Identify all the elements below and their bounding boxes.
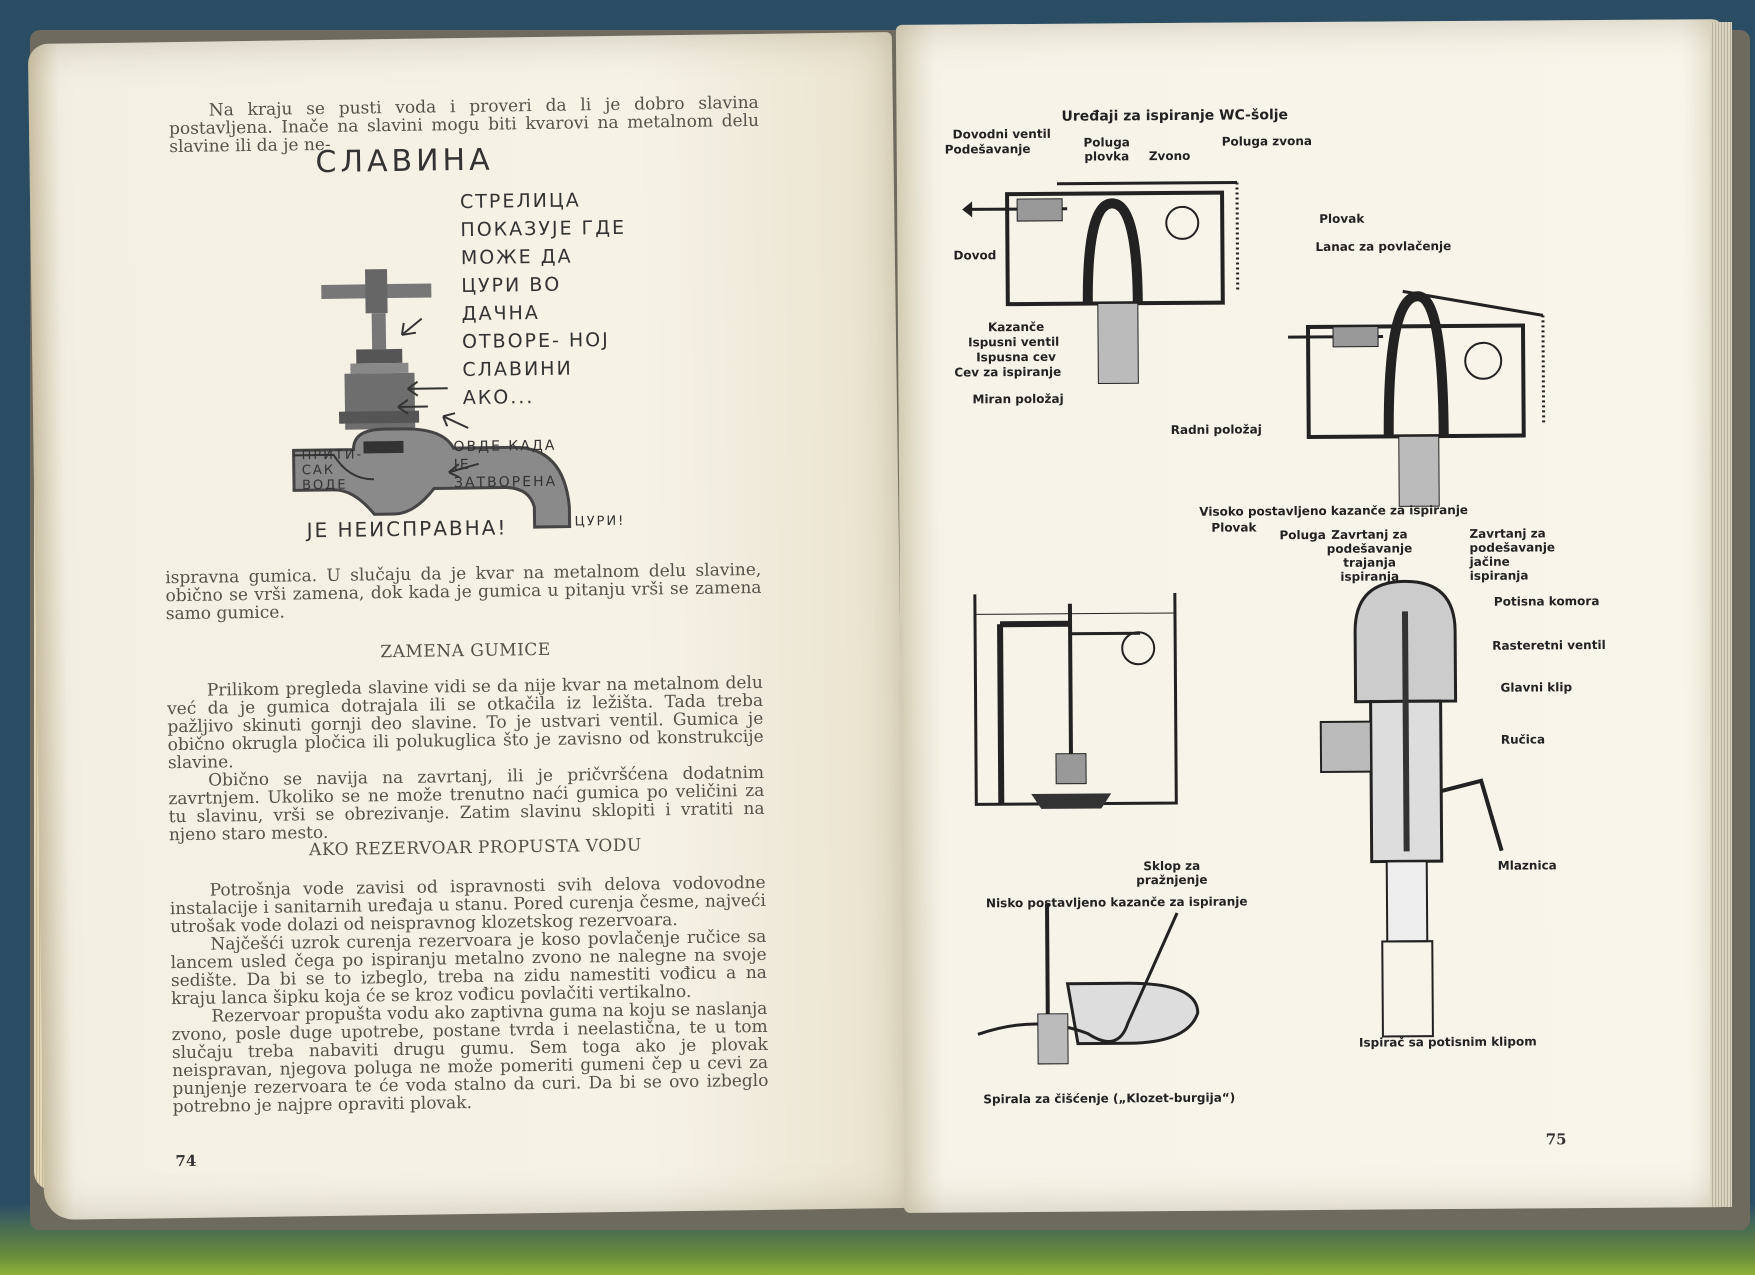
low-tank-diagram [973, 592, 1178, 809]
label-miran-polozaj: Miran položaj [972, 391, 1064, 407]
label-glavni-klip: Glavni klip [1500, 680, 1573, 695]
heading-zamena-gumice: ZAMENA GUMICE [380, 639, 551, 663]
label-visoko-kazance: Visoko postavljeno kazanče za ispiranje [1199, 502, 1469, 519]
paragraph-3: Obično se navija na zavrtanj, ili je pri… [168, 762, 765, 846]
paragraph-5: Najčešći uzrok curenja rezervoara je kos… [170, 926, 768, 1010]
tank-working-diagram [1288, 289, 1546, 507]
sketch-broken-label: ЈЕ НЕИСПРАВНА! [306, 515, 508, 543]
label-plovak: Plovak [1319, 211, 1365, 226]
body-text-3: Potrošnja vode zavisi od ispravnosti svi… [169, 872, 769, 1118]
label-kazance: Kazanče [987, 319, 1045, 335]
sketch-title: СЛАВИНА [315, 142, 494, 181]
flush-valve-diagram [1319, 579, 1504, 1038]
tank-rest-diagram [962, 181, 1240, 385]
body-text-1: ispravna gumica. U slučaju da je kvar na… [165, 559, 762, 625]
label-radni-polozaj: Radni položaj [1170, 422, 1262, 437]
sketch-note: СТРЕЛИЦА ПОКАЗУЈЕ ГДЕ МОЖЕ ДА ЦУРИ ВО ДА… [459, 189, 627, 410]
figure-title: Uređaji za ispiranje WC-šolje [1061, 107, 1289, 125]
label-ispusna-cev: Ispusna cev [976, 349, 1057, 365]
label-lanac: Lanac za povlačenje [1315, 239, 1452, 254]
label-rucica: Ručica [1500, 732, 1546, 747]
paragraph-1: ispravna gumica. U slučaju da je kvar na… [165, 559, 762, 625]
page-number-right: 75 [1545, 1130, 1567, 1149]
label-ispusni-ventil: Ispusni ventil [968, 334, 1060, 350]
heading-rezervoar: AKO REZERVOAR PROPUSTA VODU [308, 835, 642, 861]
label-rasteretni-ventil: Rasteretni ventil [1492, 637, 1606, 653]
label-cev-ispiranje: Cev za ispiranje [954, 364, 1062, 380]
label-poluga-zvona: Poluga zvona [1221, 134, 1312, 149]
label-potisna-komora: Potisna komora [1493, 594, 1600, 609]
page-edges-right [1710, 22, 1732, 1207]
sketch-closed-label: ОВДЕ КАДА ЈЕ ЗАТВОРЕНА [453, 437, 558, 492]
body-text-2: Prilikom pregleda slavine vidi se da nij… [166, 672, 765, 846]
label-podesavanje: Podešavanje [944, 141, 1031, 157]
label-zvono: Zvono [1148, 148, 1191, 164]
label-dovodni-ventil: Dovodni ventil [952, 126, 1051, 142]
label-plovak-2: Plovak [1211, 520, 1257, 535]
paragraph-4: Potrošnja vode zavisi od ispravnosti svi… [169, 872, 767, 938]
faucet-sketch [292, 269, 572, 529]
paragraph-6: Rezervoar propušta vodu ako zaptivna gum… [171, 998, 769, 1118]
left-page: Na kraju se pusti voda i proveri da li j… [27, 32, 909, 1220]
label-ispirac: Ispirač sa potisnim klipom [1358, 1034, 1537, 1050]
label-poluga-plovka: Poluga plovka [1083, 135, 1130, 164]
label-sklop: Sklop za pražnjenje [1136, 858, 1208, 888]
toilet-spiral-diagram [977, 903, 1200, 1065]
page-number-left: 74 [175, 1151, 197, 1171]
sketch-pressure-label: ПРИТИ- САК ВОДЕ [301, 447, 364, 494]
sketch-leak-label: ЦУРИ! [574, 513, 626, 530]
label-mlaznica: Mlaznica [1497, 858, 1557, 873]
label-dovod: Dovod [953, 248, 997, 263]
right-page: Uređaji za ispiranje WC-šolje Dovodni ve… [895, 19, 1733, 1213]
label-spirala: Spirala za čišćenje („Klozet-burgija“) [983, 1090, 1236, 1107]
paragraph-2: Prilikom pregleda slavine vidi se da nij… [166, 672, 764, 774]
